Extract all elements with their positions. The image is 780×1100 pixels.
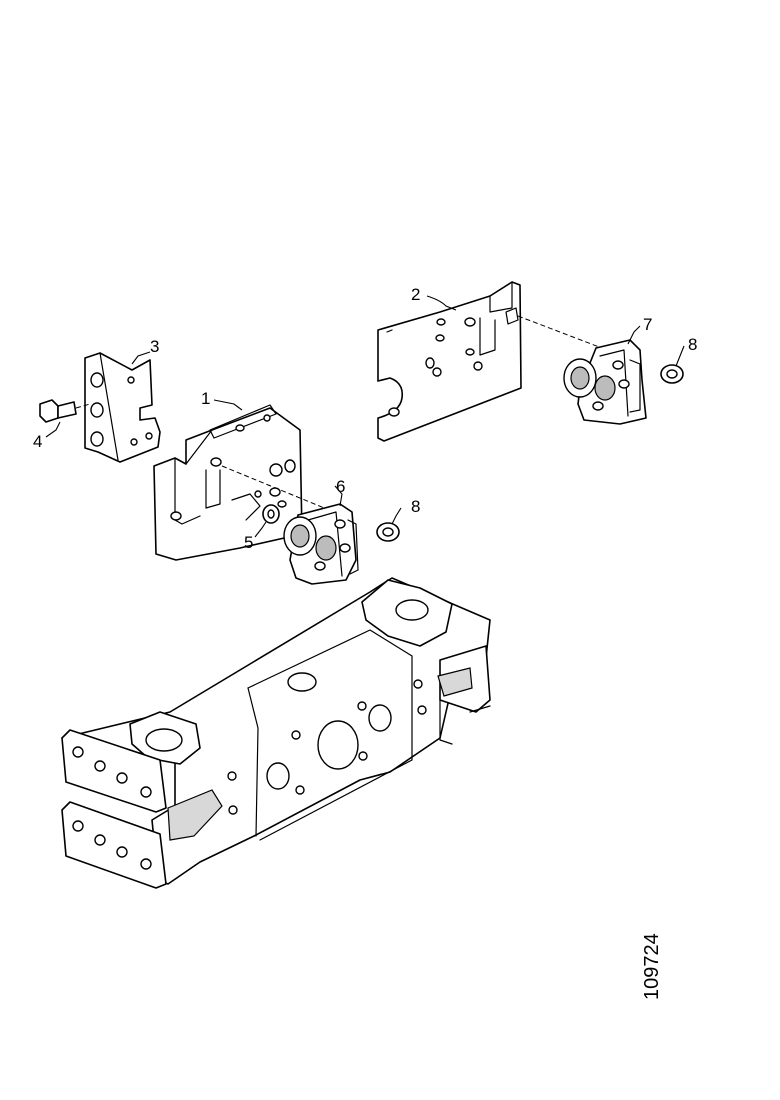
callout-1: 1: [201, 389, 210, 408]
chassis-frame: [61, 577, 491, 889]
nut-8-lower: [376, 522, 400, 542]
callout-3: 3: [150, 337, 159, 356]
drawing-number: 109724: [641, 933, 663, 1000]
mounting-plate-2: [377, 281, 522, 442]
nut-8-upper: [660, 364, 684, 384]
callout-8-upper: 8: [688, 335, 697, 354]
washer-5: [262, 504, 280, 524]
socket-7: [517, 315, 647, 425]
leader-lines: [45, 295, 685, 538]
callout-4: 4: [33, 432, 42, 451]
callout-5: 5: [244, 533, 253, 552]
callout-6: 6: [336, 477, 345, 496]
bracket-1: [153, 404, 335, 561]
socket-6: [283, 503, 359, 585]
bracket-3: [84, 352, 161, 463]
callout-8-lower: 8: [411, 497, 420, 516]
bolt-4: [39, 399, 91, 423]
callout-7: 7: [643, 315, 652, 334]
callout-2: 2: [411, 285, 420, 304]
